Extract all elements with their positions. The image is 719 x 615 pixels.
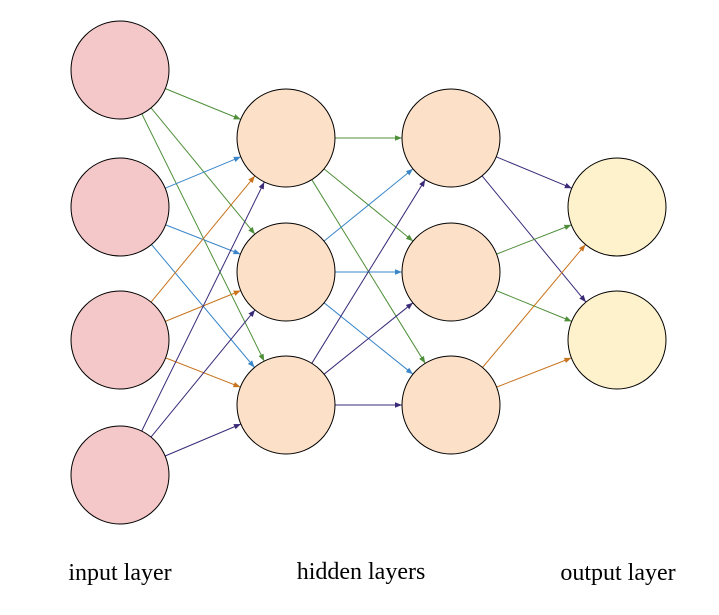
input-neuron bbox=[70, 157, 170, 257]
connection-arrow bbox=[165, 357, 241, 388]
connection-arrow bbox=[141, 113, 265, 362]
connection-arrow bbox=[165, 156, 241, 189]
connections bbox=[141, 88, 587, 457]
connection-arrow bbox=[311, 179, 426, 364]
neurons bbox=[70, 20, 667, 525]
connection-arrow bbox=[150, 175, 256, 303]
connection-arrow bbox=[482, 244, 586, 368]
hidden1-neuron bbox=[236, 222, 336, 322]
connection-arrow bbox=[141, 181, 265, 432]
hidden2-neuron bbox=[401, 88, 501, 188]
hidden2-neuron bbox=[401, 222, 501, 322]
connection-arrow bbox=[496, 357, 572, 388]
connection-arrow bbox=[165, 88, 241, 120]
hidden1-neuron bbox=[236, 88, 336, 188]
input-neuron bbox=[70, 20, 170, 120]
input-neuron bbox=[70, 290, 170, 390]
output-layer-label: output layer bbox=[560, 560, 675, 586]
output-neuron bbox=[567, 290, 667, 390]
input-neuron bbox=[70, 425, 170, 525]
connection-arrow bbox=[323, 302, 414, 375]
connection-arrow bbox=[150, 309, 256, 438]
hidden2-neuron bbox=[401, 355, 501, 455]
connection-arrow bbox=[150, 107, 256, 235]
connection-arrow bbox=[164, 423, 242, 457]
connection-arrow bbox=[323, 168, 414, 242]
hidden-layers-label: hidden layers bbox=[297, 559, 426, 585]
connection-arrow bbox=[496, 224, 572, 255]
hidden1-neuron bbox=[236, 355, 336, 455]
input-layer-label: input layer bbox=[68, 560, 171, 586]
connection-arrow bbox=[496, 156, 572, 189]
output-neuron bbox=[567, 157, 667, 257]
